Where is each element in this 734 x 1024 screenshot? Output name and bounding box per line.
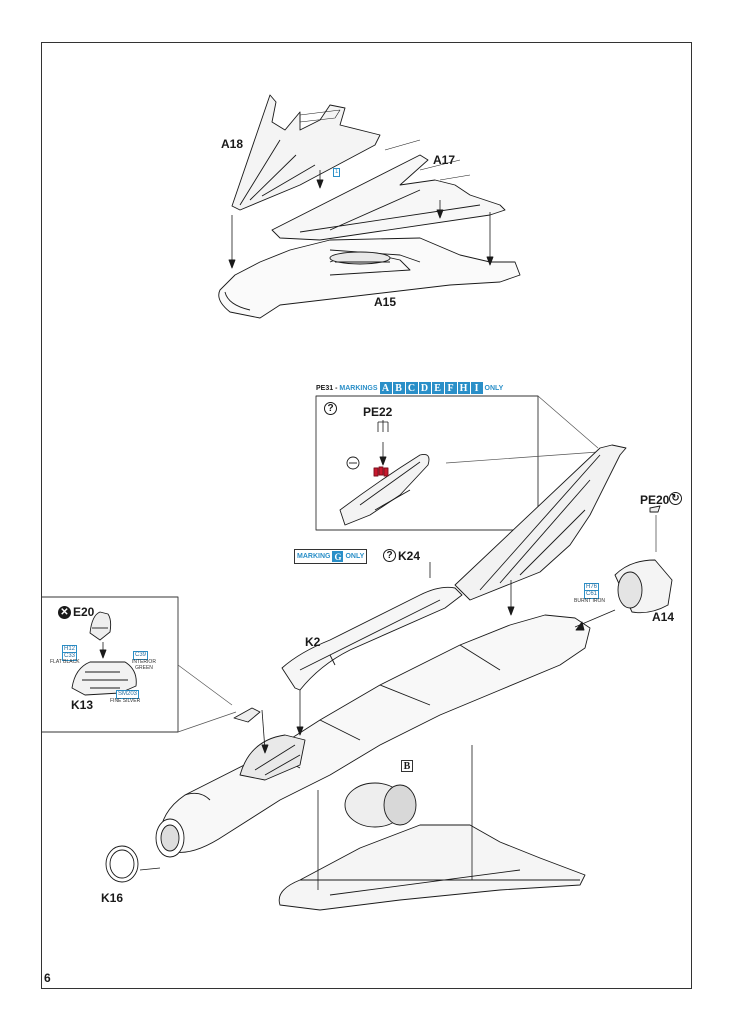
paint-code-c33: C33 — [62, 652, 78, 661]
marking-g-banner: MARKING G ONLY — [294, 549, 368, 564]
part-label-pe22: PE22 — [363, 405, 393, 419]
marking-letter-box: A — [379, 382, 392, 394]
part-label-a14: A14 — [652, 610, 675, 624]
seat-detail-artwork — [42, 596, 237, 733]
paint-name-interior-green: INTERIOR GREEN — [132, 659, 156, 671]
page-frame — [41, 42, 692, 989]
remove-symbol-icon: ✕ — [58, 606, 71, 619]
banner-only: ONLY — [484, 384, 504, 392]
marking-letter-box: H — [457, 382, 470, 394]
marking-letter-box: F — [444, 382, 457, 394]
main-fuselage-artwork — [105, 444, 673, 911]
callout-ref-1: 1 — [333, 168, 341, 177]
part-label-pe20: PE20 — [640, 493, 670, 507]
paint-name-burnt-iron: BURNT IRON — [574, 598, 606, 604]
part-label-k24: K24 — [398, 549, 421, 563]
part-label-k16: K16 — [101, 891, 124, 905]
part-label-a15: A15 — [374, 295, 397, 309]
marking-letter-g: G — [332, 551, 344, 562]
marking-only: ONLY — [345, 553, 365, 560]
banner-prefix: PE31 - — [316, 384, 338, 392]
paint-code-c61: C61 — [584, 590, 600, 599]
paint-name-flat-black: FLAT BLACK — [50, 659, 80, 665]
part-label-a17: A17 — [433, 153, 456, 167]
section-marker-b: B — [401, 760, 413, 772]
pe-detail-artwork — [315, 395, 599, 531]
part-label-a18: A18 — [221, 137, 244, 151]
paint-code-c39: C39 — [133, 651, 149, 660]
marking-label: MARKING — [297, 553, 331, 560]
part-label-e20: E20 — [73, 605, 95, 619]
paint-code-sm203: SM203 — [116, 690, 140, 699]
marking-letter-box: E — [431, 382, 444, 394]
rotate-icon: ↻ — [669, 492, 682, 505]
paint-name-fine-silver: FINE SILVER — [110, 698, 141, 704]
part-label-k13: K13 — [71, 698, 94, 712]
marking-letter-box: B — [392, 382, 405, 394]
question-icon: ? — [324, 402, 337, 415]
pe31-markings-banner: PE31 - MARKINGS A B C D E F H I ONLY — [316, 380, 503, 396]
question-icon: ? — [383, 549, 396, 562]
marking-letter-box: D — [418, 382, 431, 394]
marking-letter-box: C — [405, 382, 418, 394]
page-number: 6 — [44, 971, 51, 985]
marking-letter-box: I — [470, 382, 483, 394]
banner-markings-label: MARKINGS — [339, 384, 378, 392]
top-wing-assembly — [218, 94, 521, 319]
part-label-k2: K2 — [305, 635, 321, 649]
